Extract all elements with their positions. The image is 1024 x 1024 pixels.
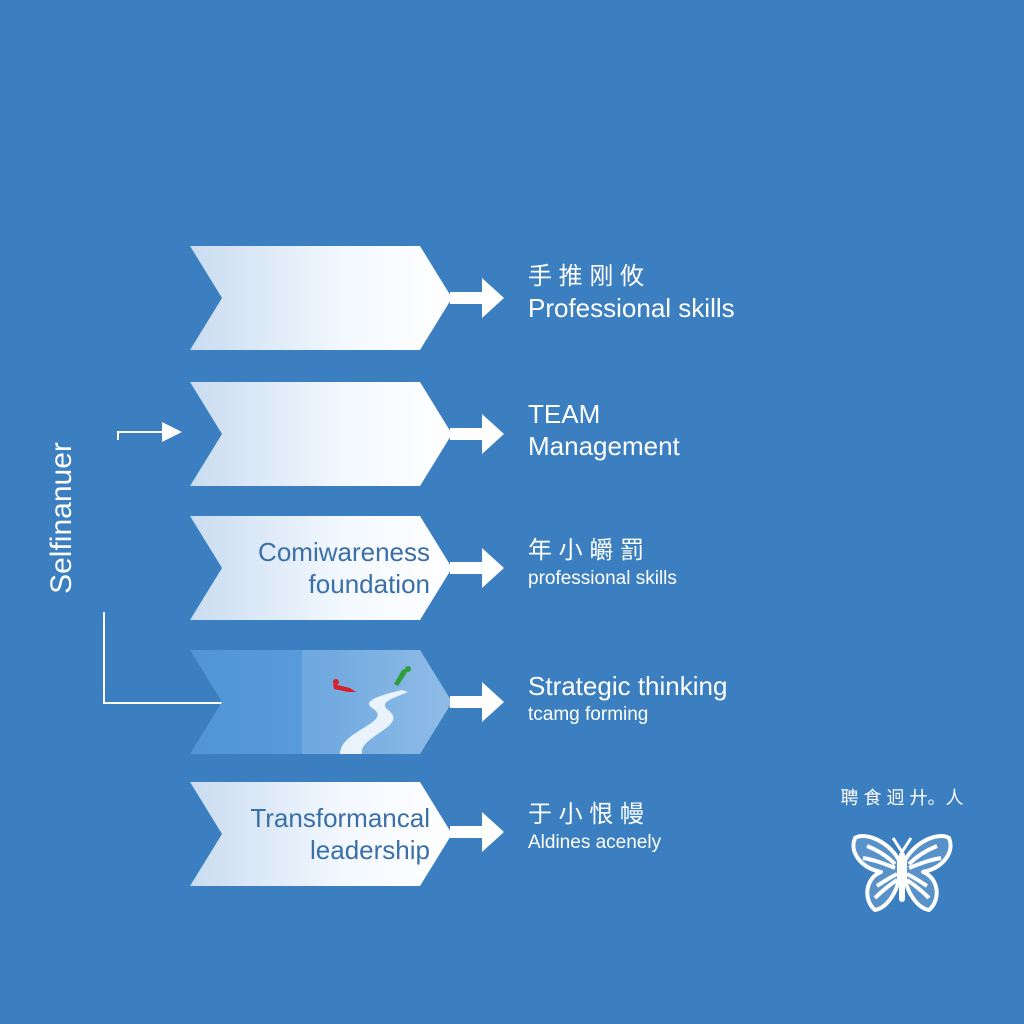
row-label-line2: tcamg forming [528, 704, 649, 725]
row-label-2: TEAM Management [528, 398, 680, 462]
arrow-right-icon [450, 812, 504, 852]
row-label-3: 年 小 皭 罰 professional skills [528, 536, 677, 592]
row-label-line2: professional skills [528, 568, 677, 589]
chevron-1 [190, 246, 452, 350]
brand-text: 聘 食 迥 廾。人 [840, 788, 964, 808]
red-figure-icon [333, 679, 356, 692]
butterfly-icon [851, 834, 953, 912]
green-figure-icon [394, 666, 411, 686]
row-label-1: 手 推 刚 攸 Professional skills [528, 262, 735, 324]
row-label-4: Strategic thinking tcamg forming [528, 670, 727, 728]
chevron-text: Transformancal leadership [250, 782, 430, 886]
chevron-2 [190, 382, 452, 486]
chevron-text: Comiwareness foundation [258, 516, 430, 620]
row-label-line1: Strategic thinking [528, 671, 728, 701]
chevron-4 [190, 650, 452, 754]
chevron-text-line2: foundation [308, 569, 430, 599]
chevron-text-line2: leadership [310, 835, 430, 865]
arrow-right-icon [450, 548, 504, 588]
row-label-5: 于 小 恨 幔 Aldines acenely [528, 800, 661, 856]
chevron-5: Transformancal leadership [190, 782, 452, 886]
side-label: Selfinanuer [45, 442, 78, 594]
arrow-right-icon [450, 414, 504, 454]
row-label-line2: Aldines acenely [528, 832, 662, 853]
chevron-text-line1: Comiwareness [258, 537, 430, 567]
row-label-line1: TEAM [528, 399, 601, 429]
chevron-text-line1: Transformancal [250, 803, 430, 833]
row-label-line2: Professional skills [528, 293, 735, 323]
row-label-line2: Management [528, 431, 680, 461]
arrow-right-icon [450, 682, 504, 722]
chevron-3: Comiwareness foundation [190, 516, 452, 620]
row-label-line1: 于 小 恨 幔 [528, 801, 645, 828]
arrow-right-icon [450, 278, 504, 318]
brand-mark: 聘 食 迥 廾。人 [840, 786, 964, 923]
row-label-line1: 手 推 刚 攸 [528, 263, 645, 290]
row-label-line1: 年 小 皭 罰 [528, 537, 645, 564]
